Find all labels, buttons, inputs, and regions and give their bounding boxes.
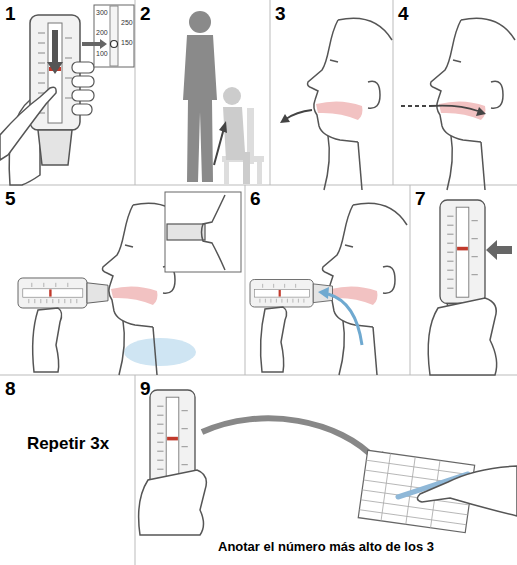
scale-number: 150 [121,39,133,46]
step-number: 1 [5,4,29,25]
record-reading [417,466,517,516]
step-number: 6 [250,189,274,210]
lips-seal-face [18,192,241,375]
step-panel: 7 [410,185,517,375]
repeat-note: Repetir 3x [18,435,118,454]
scale-number: 200 [96,29,108,36]
stand-up-figures [219,121,227,133]
peak-flow-meter-reset [0,15,94,185]
instruction-caption: Anotar el número más alto de los 3 [141,540,511,554]
step-panel: 6 [245,185,410,375]
blow-out-face [318,287,329,299]
panel-dividers [135,375,136,565]
record-reading [202,418,376,460]
peak-flow-meter-reset [72,62,94,73]
breathe-out-face [286,110,312,119]
scale-inset [82,39,107,49]
blow-out-face [323,203,408,375]
stand-up-figures [183,11,264,184]
stand-up-figures [183,35,217,182]
breathe-out-face [280,18,392,190]
step-number: 4 [398,4,422,25]
breathe-in-face [476,107,486,116]
stand-up-figures [224,162,229,184]
stand-up-figures [223,107,250,184]
lips-seal-face [124,338,196,366]
step-panel: 5 [0,185,245,375]
record-reading [139,470,207,535]
breathe-in-face [401,18,515,190]
step-panel: 9Anotar el número más alto de los 3 [135,375,517,565]
peak-flow-meter-reset [47,30,63,74]
panel-dividers [393,0,394,185]
step-number: 5 [5,189,29,210]
breathe-in-face [431,18,516,190]
blow-out-face [261,307,287,372]
panel-dividers [245,185,246,375]
scale-inset [82,5,134,67]
breathe-in-face [401,105,430,107]
step-panel: 4 [393,0,517,185]
stand-up-figures [214,128,224,165]
step-number: 2 [140,4,164,25]
panel-dividers [270,0,271,185]
read-meter [428,298,496,375]
panel-dividers [410,185,411,375]
stand-up-figures [223,87,241,105]
read-meter [486,240,512,260]
scale-inset [111,41,118,48]
breathe-out-face [280,114,290,123]
blow-out-face [250,203,407,375]
panel-dividers [135,0,136,185]
scale-inset [110,6,118,66]
lips-seal-face [165,192,241,272]
lips-seal-face [18,278,108,308]
blow-out-face [250,280,333,308]
breathe-out-face [308,18,393,190]
scale-number: 100 [96,50,108,57]
record-reading [139,390,517,535]
lips-seal-face [33,308,62,372]
step-number: 8 [5,379,29,400]
breathe-in-face [430,106,478,111]
blow-out-face [328,294,362,345]
peak-flow-meter-reset [0,87,56,160]
step-panel: 1 [0,0,135,185]
lips-seal-face [167,224,205,240]
scale-inset [94,5,134,67]
scale-number: 250 [121,19,133,26]
scale-number: 300 [96,9,108,16]
step-panel: 2 [135,0,270,185]
step-panel: 3 [270,0,393,185]
stand-up-figures [257,162,262,184]
peak-flow-meter-reset [72,76,94,87]
read-meter [428,200,512,375]
step-number: 3 [275,4,299,25]
peak-flow-meter-reset [72,90,94,101]
step-number: 9 [140,379,164,400]
step-panel: 8Repetir 3x [0,375,135,565]
step-number: 7 [415,189,439,210]
stand-up-figures [189,11,211,33]
lips-seal-face [202,195,226,270]
peak-flow-meter-reset [72,104,92,115]
panel-dividers [0,185,517,186]
